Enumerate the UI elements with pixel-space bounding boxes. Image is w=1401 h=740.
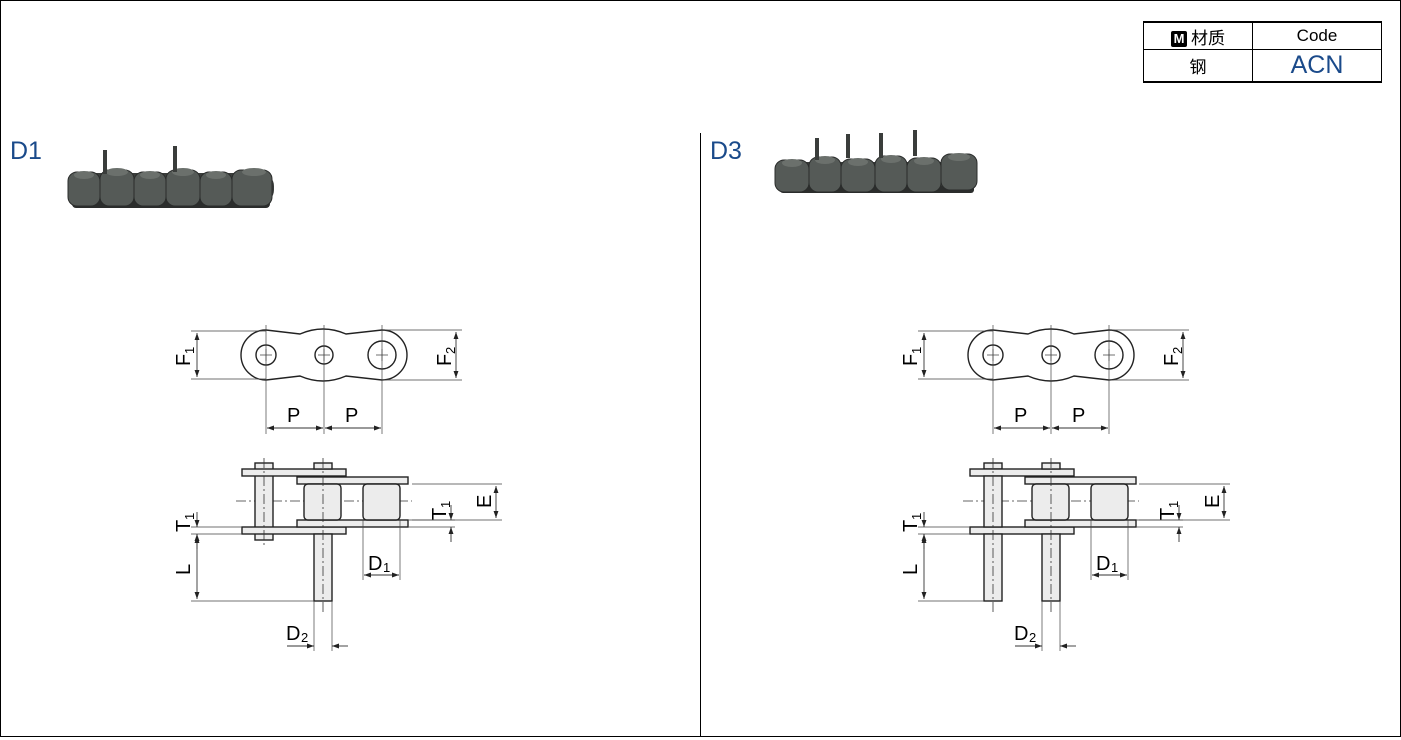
d3-dim-f2: F 2 (1161, 347, 1185, 366)
d3-dim-t1-left-label: T (900, 520, 922, 532)
d3-dim-f1-sub: 1 (909, 347, 924, 354)
d3-dim-l: L (900, 564, 922, 575)
d1-dim-f2-label: F (434, 354, 456, 366)
d1-dim-f1-label: F (173, 354, 195, 366)
d1-dim-d1-label: D (368, 553, 382, 575)
variant-label-d3: D3 (710, 137, 742, 165)
d3-dim-e: E (1202, 495, 1224, 508)
code-header: Code (1252, 21, 1382, 50)
d1-dim-p-right: P (345, 405, 358, 427)
d1-side-view: T 1 L T 1 E D 1 (173, 458, 502, 651)
d3-outer-plate-bottom (969, 526, 1075, 535)
d3-chain-photo (774, 130, 978, 193)
d1-inner-plate-top (296, 476, 409, 485)
d3-roller-right (1090, 483, 1129, 521)
d3-dim-p-left: P (1014, 405, 1027, 427)
d1-roller-left (303, 483, 342, 521)
d1-dim-t1-right-label: T (429, 508, 451, 520)
d3-dim-d1-label: D (1096, 553, 1110, 575)
d1-dim-t1-right-sub: 1 (438, 501, 453, 508)
d1-dim-d1-sub: 1 (383, 560, 390, 575)
d3-panel: F 1 F 2 P P (774, 130, 1230, 651)
d3-dim-d2-label: D (1014, 623, 1028, 645)
d1-dim-f2: F 2 (434, 347, 458, 366)
material-header: 材质 (1191, 28, 1225, 48)
material-badge-icon: M (1171, 30, 1187, 47)
d3-dim-f1: F 1 (900, 347, 924, 366)
d3-dim-d1-sub: 1 (1111, 560, 1118, 575)
d3-dim-t1-right: T 1 (1157, 501, 1181, 520)
d3-roller-left (1031, 483, 1070, 521)
d1-outer-plate-top (241, 468, 347, 477)
d3-dim-f2-sub: 2 (1170, 347, 1185, 354)
d1-dim-d2-label: D (286, 623, 300, 645)
d3-inner-plate-bottom (1024, 519, 1137, 528)
d1-dim-p-left: P (287, 405, 300, 427)
d3-dim-f2-label: F (1161, 354, 1183, 366)
d1-dim-t1-right: T 1 (429, 501, 453, 520)
d1-dim-t1-left-label: T (173, 520, 195, 532)
d1-dim-f2-sub: 2 (443, 347, 458, 354)
d3-inner-plate-top (1024, 476, 1137, 485)
panel-divider (700, 133, 701, 737)
d1-roller-right (362, 483, 401, 521)
d1-dim-f1-sub: 1 (182, 347, 197, 354)
d3-dim-f1-label: F (900, 354, 922, 366)
d1-panel: F 1 F 2 P P (67, 146, 502, 651)
d1-dim-f1: F 1 (173, 347, 197, 366)
d3-dim-p-right: P (1072, 405, 1085, 427)
material-value: 钢 (1143, 49, 1253, 83)
d3-top-view: F 1 F 2 P P (900, 325, 1189, 434)
d3-dim-t1-left: T 1 (900, 513, 924, 532)
variant-label-d1: D1 (10, 137, 42, 165)
d1-chain-photo (67, 146, 274, 208)
d3-dim-t1-right-label: T (1157, 508, 1179, 520)
d1-dim-l: L (173, 564, 195, 575)
code-value: ACN (1252, 49, 1382, 83)
material-table-value-row: 钢 ACN (1143, 49, 1382, 83)
d3-dim-d2-sub: 2 (1029, 630, 1036, 645)
d3-dim-t1-right-sub: 1 (1166, 501, 1181, 508)
d1-dim-d2-sub: 2 (301, 630, 308, 645)
d1-dim-e: E (474, 495, 496, 508)
d1-outer-plate-bottom (241, 526, 347, 535)
d3-side-view: T 1 L T 1 E D 1 (900, 458, 1230, 651)
d1-dim-t1-left-sub: 1 (182, 513, 197, 520)
d1-inner-plate-bottom (296, 519, 409, 528)
d3-outer-plate-top (969, 468, 1075, 477)
d1-top-view: F 1 F 2 P P (173, 325, 462, 434)
d1-dim-t1-left: T 1 (173, 513, 197, 532)
d3-dim-t1-left-sub: 1 (909, 513, 924, 520)
